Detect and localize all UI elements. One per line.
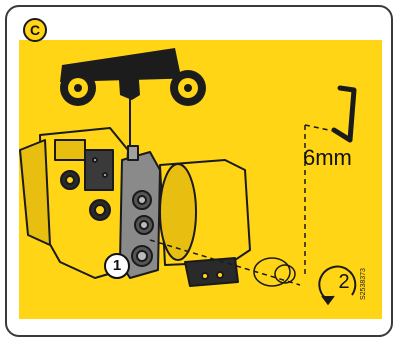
allen-key-icon — [334, 88, 354, 140]
callout-2: 2 — [326, 264, 362, 300]
machine-body — [20, 128, 250, 286]
reference-code: S2538373 — [360, 268, 367, 300]
tool-size-label: 6mm — [303, 145, 352, 171]
callout-1: 1 — [104, 253, 130, 279]
